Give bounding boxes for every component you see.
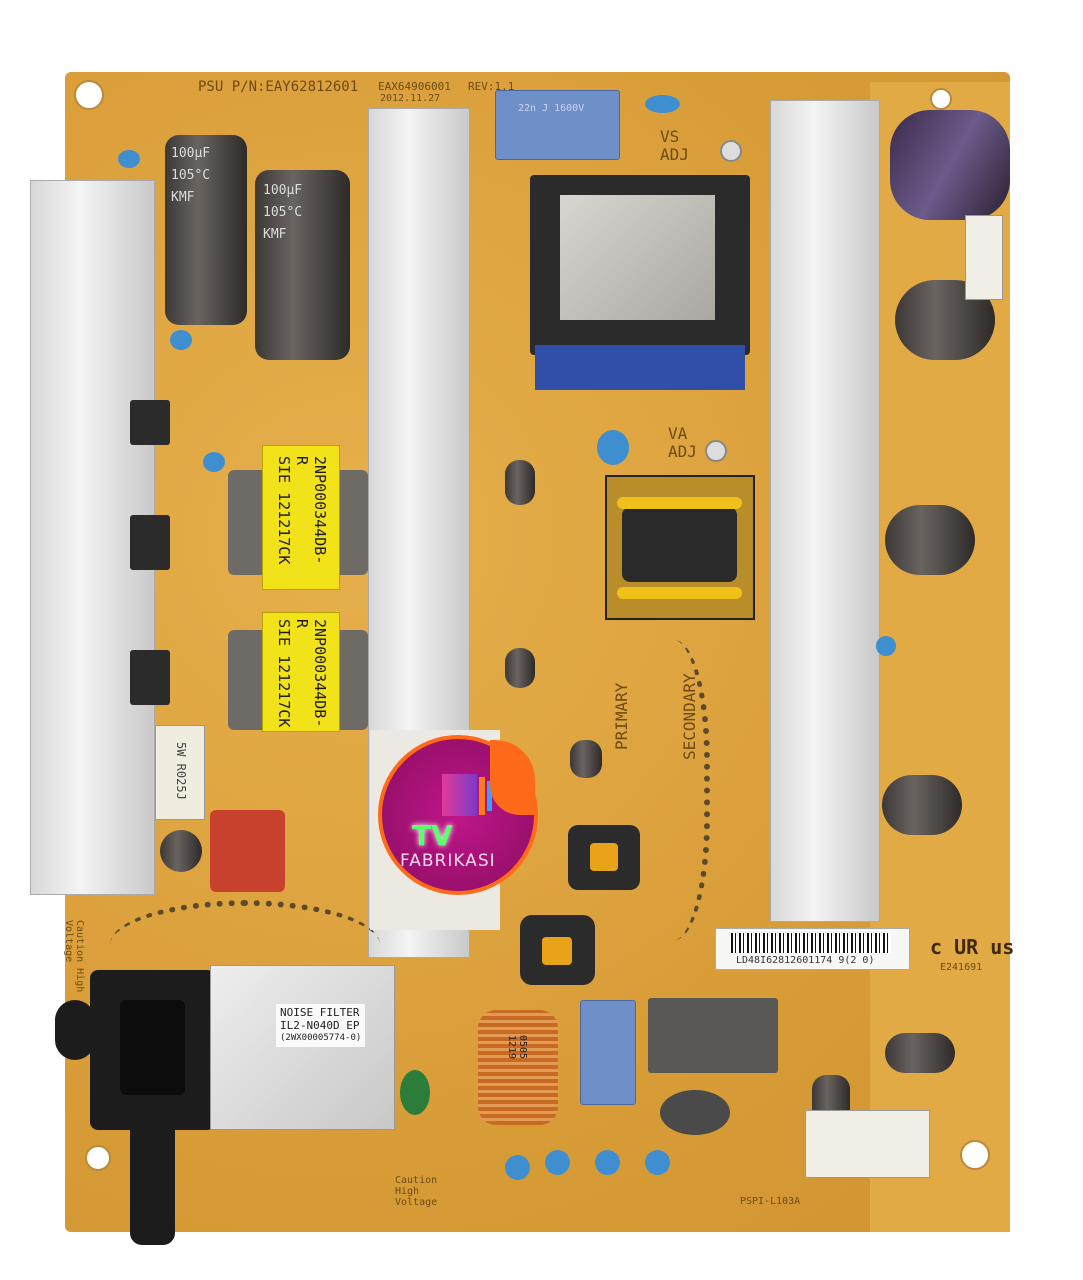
electrolytic-capacitor: 100µF 105°C KMF <box>255 170 350 360</box>
ul-mark: c UR us <box>930 935 1015 959</box>
heatsink-right <box>770 100 880 922</box>
capacitor-series: KMF <box>263 227 287 242</box>
common-mode-choke: 0505 1219 <box>478 1010 558 1125</box>
socket-flange <box>55 1000 95 1060</box>
choke-inductor <box>568 825 640 890</box>
thermistor <box>400 1070 430 1115</box>
logo-fabrikasi-text: FABRIKASI <box>400 851 496 871</box>
ul-number: E241691 <box>940 962 983 973</box>
electrolytic-capacitor <box>890 110 1010 220</box>
noise-filter: NOISE FILTER IL2-N040D EP (2WX00005774-0… <box>210 965 395 1130</box>
choke-inductor <box>520 915 595 985</box>
socket-flange <box>130 1130 175 1245</box>
electrolytic-capacitor <box>885 505 975 575</box>
mounting-hole <box>85 1145 111 1171</box>
logo-tv-text: TV <box>412 819 453 852</box>
noise-filter-model: IL2-N040D EP <box>280 1019 360 1032</box>
output-connector[interactable] <box>965 215 1003 300</box>
isolation-boundary <box>110 900 380 990</box>
x-capacitor <box>210 810 285 892</box>
power-transistor <box>130 650 170 705</box>
mounting-hole <box>960 1140 990 1170</box>
y-capacitor <box>545 1150 570 1175</box>
vs-adjust-potentiometer[interactable] <box>720 140 742 162</box>
resistor-label: 5W R025J <box>174 742 188 800</box>
bridge-rectifier <box>648 998 778 1073</box>
primary-label: PRIMARY <box>612 682 631 750</box>
choke-label: 0505 1219 <box>506 1035 528 1060</box>
barcode-text: LD48I62812601174 9(2 0) <box>736 955 875 966</box>
ceramic-capacitor <box>203 452 225 472</box>
caution-label: Caution High Voltage <box>63 920 85 993</box>
date-code: 2012.11.27 <box>380 93 441 104</box>
y-capacitor <box>505 1155 530 1180</box>
electrolytic-capacitor <box>570 740 602 778</box>
transformer-label-2: 2NP000344DB-R SIE 121217CK <box>262 612 340 732</box>
ceramic-capacitor <box>118 150 140 168</box>
noise-filter-part: (2WX00005774-0) <box>280 1033 362 1043</box>
transformer-bobbin <box>535 345 745 390</box>
transformer-part: 2NP000344DB-R <box>293 456 329 565</box>
barcode <box>731 933 891 953</box>
revision: REV:1.1 <box>468 80 515 93</box>
film-capacitor: 22n J 1600V <box>495 90 620 160</box>
electrolytic-capacitor <box>160 830 202 872</box>
part-number: PSU P/N:EAY62812601 <box>198 79 359 95</box>
tv-fabrikasi-logo: TV FABRIKASI <box>378 735 538 895</box>
ac-power-socket[interactable] <box>90 970 215 1130</box>
electrolytic-capacitor <box>882 775 962 835</box>
ceramic-capacitor <box>645 95 680 113</box>
assembly-number: EAX64906001 <box>378 80 451 93</box>
va-adjust-label: VA ADJ <box>668 424 697 461</box>
transformer-part: 2NP000344DB-R <box>293 619 329 728</box>
secondary-label: SECONDARY <box>680 673 699 760</box>
ceramic-capacitor <box>876 636 896 656</box>
model-code: PSPI-L103A <box>740 1196 801 1207</box>
film-capacitor <box>580 1000 636 1105</box>
caution-label: Caution High Voltage <box>395 1175 438 1208</box>
main-transformer <box>530 175 750 355</box>
transformer-lot: SIE 121217CK <box>275 619 293 728</box>
output-connector[interactable] <box>805 1110 930 1178</box>
ceramic-capacitor <box>170 330 192 350</box>
capacitor-temp: 105°C <box>171 168 211 183</box>
varistor <box>660 1090 730 1135</box>
transformer-label-1: 2NP000344DB-R SIE 121217CK <box>262 445 340 590</box>
power-transistor <box>130 515 170 570</box>
mounting-hole <box>74 80 104 110</box>
electrolytic-capacitor: 100µF 105°C KMF <box>165 135 247 325</box>
electrolytic-capacitor <box>885 1033 955 1073</box>
y-capacitor <box>595 1150 620 1175</box>
transformer-lot: SIE 121217CK <box>275 456 293 565</box>
vs-adjust-label: VS ADJ <box>660 127 689 164</box>
capacitor-series: KMF <box>171 190 195 205</box>
capacitor-rating: 100µF <box>171 146 211 161</box>
electrolytic-capacitor <box>505 648 535 688</box>
power-transistor <box>130 400 170 445</box>
cement-resistor: 5W R025J <box>155 725 205 820</box>
noise-filter-title: NOISE FILTER <box>280 1006 360 1019</box>
ceramic-capacitor <box>597 430 629 465</box>
mounting-hole <box>930 88 952 110</box>
capacitor-rating: 100µF <box>263 183 303 198</box>
va-adjust-potentiometer[interactable] <box>705 440 727 462</box>
electrolytic-capacitor <box>505 460 535 505</box>
isolation-boundary <box>620 640 710 940</box>
capacitor-temp: 105°C <box>263 205 303 220</box>
y-capacitor <box>645 1150 670 1175</box>
standby-transformer <box>605 475 755 620</box>
barcode-label: LD48I62812601174 9(2 0) <box>715 928 910 970</box>
capacitor-label: 22n J 1600V <box>518 103 585 114</box>
